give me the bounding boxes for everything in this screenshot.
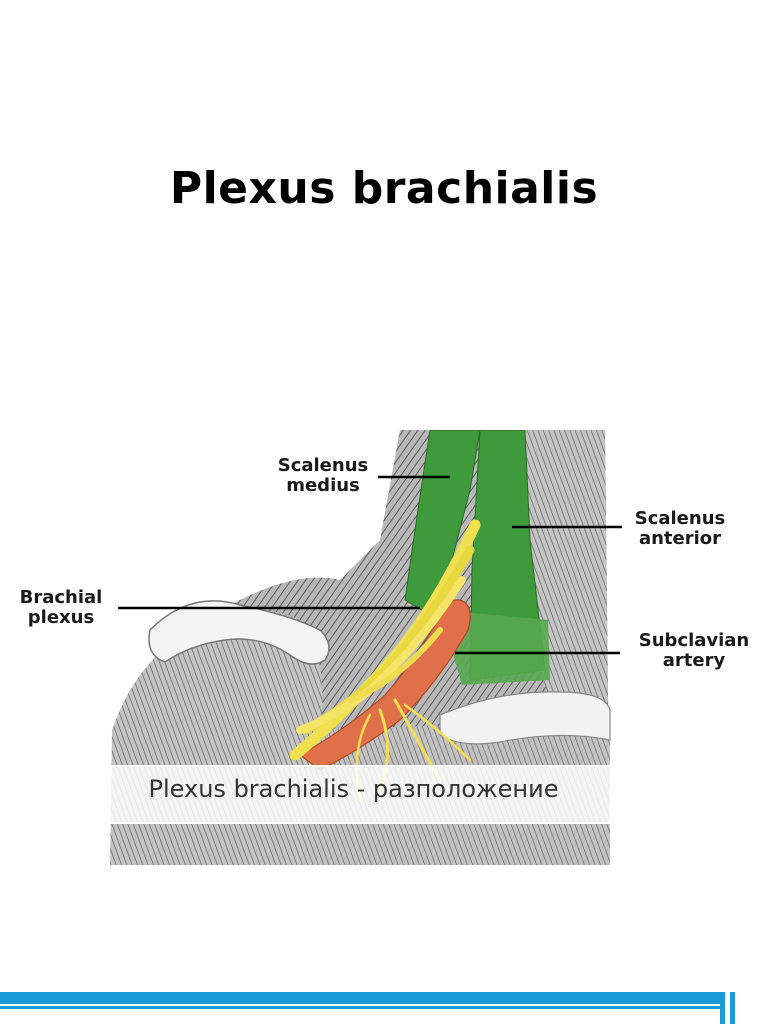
footer-accent-thin-bar [0,1006,720,1009]
slide-title: Plexus brachialis [169,163,599,214]
label-brachial-plexus-line1: Brachial [19,587,103,608]
label-scalenus-medius-line1: Scalenus [277,455,369,476]
label-scalenus-medius: Scalenus medius [268,456,378,496]
caption-band [97,765,610,824]
label-scalenus-medius-line2: medius [286,475,360,496]
footer-accent-bar [0,992,720,1004]
label-brachial-plexus-line2: plexus [27,607,95,628]
figure-caption: Plexus brachialis - разположение [148,775,559,803]
label-scalenus-anterior-line2: anterior [638,528,722,549]
brachial-plexus-nerves [289,519,481,802]
label-subclavian-artery-line2: artery [662,650,726,671]
label-subclavian-artery-line1: Subclavian [638,630,750,651]
footer-accent-tick-1 [720,992,725,1024]
label-scalenus-anterior: Scalenus anterior [624,509,736,549]
bone-shapes [148,600,611,745]
label-brachial-plexus: Brachial plexus [6,588,116,628]
label-pointer-lines [118,475,622,655]
label-subclavian-artery: Subclavian artery [624,631,764,671]
footer-accent-tick-2 [730,992,735,1024]
label-scalenus-anterior-line1: Scalenus [634,508,726,529]
anatomy-figure: Scalenus medius Scalenus anterior Brachi… [0,430,768,870]
anatomy-illustration [110,430,622,865]
